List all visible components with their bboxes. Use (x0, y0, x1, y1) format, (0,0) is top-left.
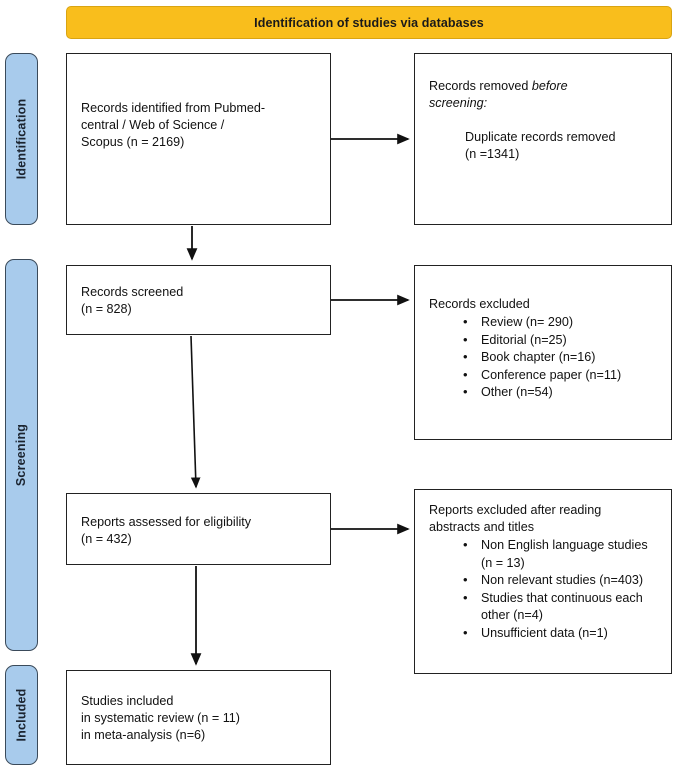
stage-label-identification-text: Identification (14, 98, 29, 180)
box-records-screened-line1: Records screened (81, 285, 184, 299)
list-item: Book chapter (n=16) (463, 348, 661, 367)
box-reports-excluded-heading-line1: Reports excluded after reading (429, 503, 602, 517)
list-item: Other (n=54) (463, 383, 661, 402)
box-records-screened-line2: (n = 828) (81, 302, 132, 316)
box-records-identified-line2: central / Web of Science / (81, 118, 225, 132)
stage-label-included: Included (5, 665, 38, 765)
box-records-removed-heading-line2: screening: (429, 96, 488, 110)
stage-label-identification: Identification (5, 53, 38, 225)
box-records-excluded-list: Review (n= 290) Editorial (n=25) Book ch… (429, 313, 661, 402)
list-item: Non relevant studies (n=403) (463, 571, 661, 590)
box-records-removed: Records removed before screening: Duplic… (414, 53, 672, 225)
box-reports-excluded-list: Non English language studies (n = 13) No… (429, 536, 661, 643)
box-records-identified: Records identified from Pubmed- central … (66, 53, 331, 225)
box-records-screened: Records screened (n = 828) (66, 265, 331, 335)
box-studies-included-line3: in meta-analysis (n=6) (81, 728, 206, 742)
box-records-excluded: Records excluded Review (n= 290) Editori… (414, 265, 672, 440)
box-records-excluded-heading: Records excluded (429, 297, 530, 311)
stage-label-screening: Screening (5, 259, 38, 651)
diagram-banner: Identification of studies via databases (66, 6, 672, 39)
box-reports-assessed-line1: Reports assessed for eligibility (81, 515, 252, 529)
list-item: Studies that continuous each other (n=4) (463, 589, 661, 625)
list-item: Review (n= 290) (463, 313, 661, 332)
arrow-screened-to-eligibility (190, 335, 201, 489)
box-records-removed-detail-line1: Duplicate records removed (465, 130, 616, 144)
list-item: Non English language studies (n = 13) (463, 536, 661, 572)
box-records-removed-heading-italic: before (531, 79, 568, 93)
box-records-removed-heading: Records removed before (429, 78, 661, 95)
box-reports-excluded: Reports excluded after reading abstracts… (414, 489, 672, 674)
box-records-identified-line3: Scopus (n = 2169) (81, 135, 185, 149)
box-reports-assessed-line2: (n = 432) (81, 532, 132, 546)
box-records-removed-detail: Duplicate records removed (n =1341) (429, 129, 661, 163)
stage-label-included-text: Included (14, 688, 29, 742)
box-studies-included: Studies included in systematic review (n… (66, 670, 331, 765)
box-studies-included-line2: in systematic review (n = 11) (81, 711, 240, 725)
stage-label-screening-text: Screening (14, 423, 29, 487)
box-records-removed-heading-plain: Records removed (429, 79, 532, 93)
box-records-removed-detail-line2: (n =1341) (465, 147, 520, 161)
box-studies-included-line1: Studies included (81, 694, 174, 708)
box-reports-assessed-eligibility: Reports assessed for eligibility (n = 43… (66, 493, 331, 565)
list-item: Conference paper (n=11) (463, 366, 661, 385)
list-item: Unsufficient data (n=1) (463, 624, 661, 643)
list-item: Editorial (n=25) (463, 331, 661, 350)
box-records-identified-line1: Records identified from Pubmed- (81, 101, 266, 115)
box-reports-excluded-heading-line2: abstracts and titles (429, 520, 534, 534)
diagram-banner-title: Identification of studies via databases (254, 15, 484, 30)
